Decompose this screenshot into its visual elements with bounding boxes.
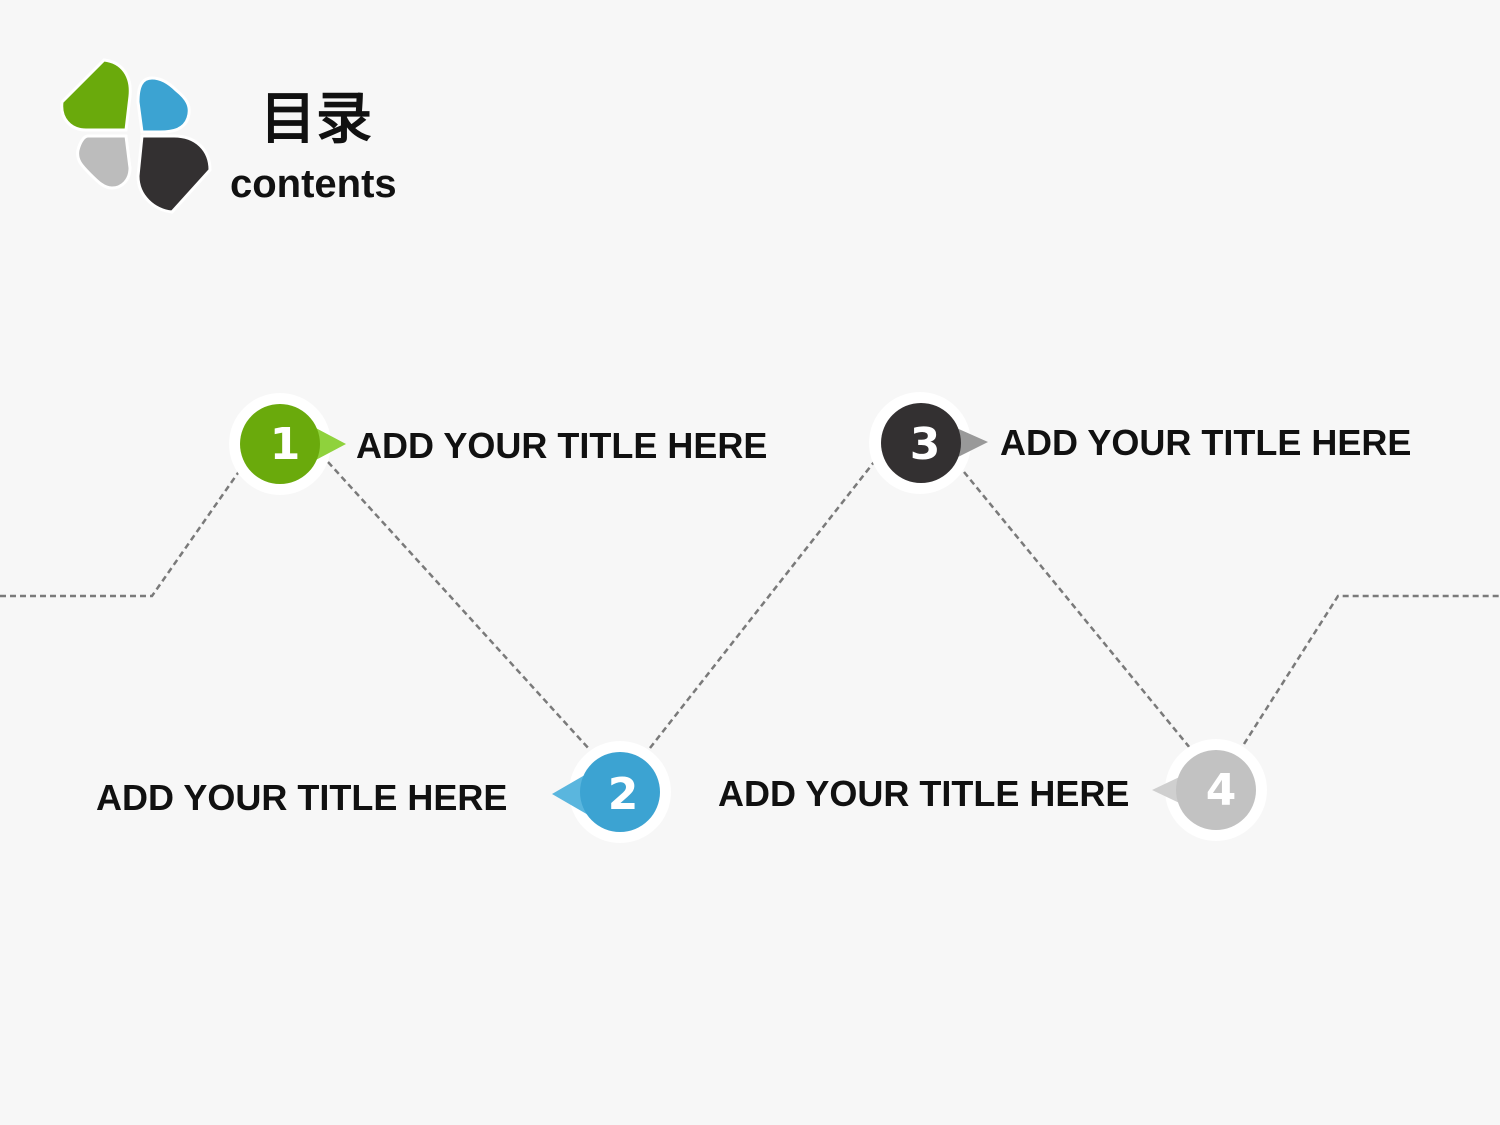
item-3-marker[interactable]: 3 xyxy=(868,392,988,496)
page-title-english: contents xyxy=(230,162,397,206)
four-petal-logo-icon xyxy=(60,58,212,214)
item-4-title[interactable]: ADD YOUR TITLE HERE xyxy=(718,773,1130,814)
page-title-chinese: 目录 xyxy=(260,87,372,152)
item-4-badge-icon xyxy=(1152,739,1267,841)
item-1-marker[interactable]: 1 xyxy=(228,392,346,496)
item-1-title[interactable]: ADD YOUR TITLE HERE xyxy=(356,425,768,466)
item-4-marker[interactable]: 4 xyxy=(1152,738,1268,842)
item-3-badge-icon xyxy=(869,392,988,494)
item-2-title[interactable]: ADD YOUR TITLE HERE xyxy=(96,777,508,818)
item-3-title[interactable]: ADD YOUR TITLE HERE xyxy=(1000,422,1412,463)
item-2-marker[interactable]: 2 xyxy=(552,741,672,846)
item-2-badge-icon xyxy=(552,741,671,843)
item-1-badge-icon xyxy=(229,393,346,495)
